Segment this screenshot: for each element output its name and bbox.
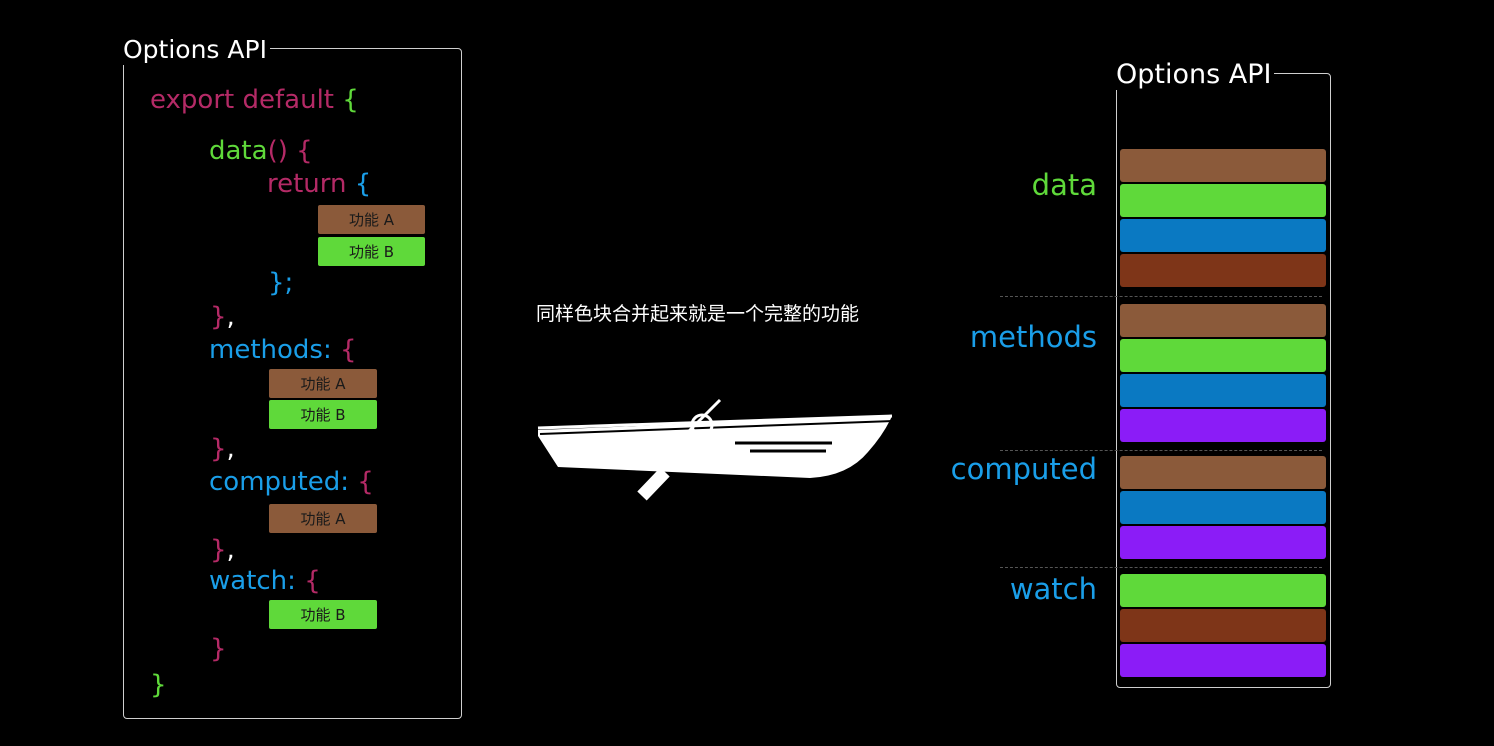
- feature-bar: [1120, 491, 1326, 524]
- code-return-close: };: [268, 268, 294, 298]
- right-panel-title: Options API: [1113, 60, 1275, 90]
- feature-bar: [1120, 456, 1326, 489]
- code-close-export: }: [150, 670, 167, 700]
- feature-bar: [1120, 219, 1326, 252]
- feature-bar: [1120, 644, 1326, 677]
- section-label-watch: watch: [1009, 572, 1097, 606]
- feature-bar: [1120, 254, 1326, 287]
- feature-bar: [1120, 149, 1326, 182]
- center-caption: 同样色块合并起来就是一个完整的功能: [536, 303, 860, 325]
- code-computed-brace: {: [357, 467, 374, 497]
- section-label-methods: methods: [969, 320, 1097, 354]
- feature-bar: [1120, 409, 1326, 442]
- code-return-brace: {: [354, 169, 372, 199]
- code-default-keyword: default: [242, 85, 334, 115]
- chip-computed-feature-a: 功能 A: [269, 504, 377, 533]
- code-methods-brace: {: [339, 335, 357, 365]
- code-close-watch: }: [210, 634, 227, 664]
- code-close-data-brace: }: [210, 302, 227, 332]
- chip-methods-feature-b: 功能 B: [269, 400, 377, 429]
- feature-bar: [1120, 304, 1326, 337]
- code-line-close-data: },: [210, 302, 235, 332]
- boat-icon: [537, 398, 893, 501]
- chip-data-feature-a: 功能 A: [318, 205, 425, 234]
- feature-bar: [1120, 374, 1326, 407]
- code-line-close-computed: },: [210, 535, 235, 565]
- code-data-fn: data: [209, 136, 268, 166]
- code-comma-data: ,: [226, 302, 235, 332]
- code-line-computed: computed: {: [209, 467, 374, 497]
- section-divider: [1000, 450, 1322, 451]
- code-data-parens: (): [267, 136, 288, 166]
- section-label-computed: computed: [950, 452, 1097, 486]
- chip-methods-feature-a: 功能 A: [269, 369, 377, 398]
- code-line-export: export default {: [150, 85, 359, 115]
- feature-bar: [1120, 526, 1326, 559]
- code-close-computed-brace: }: [210, 535, 227, 565]
- code-close-methods-brace: }: [210, 434, 227, 464]
- code-computed-key: computed:: [209, 467, 349, 497]
- chip-watch-feature-b: 功能 B: [269, 600, 377, 629]
- code-export-open-brace: {: [342, 85, 359, 115]
- code-methods-key: methods:: [209, 335, 332, 365]
- code-line-methods: methods: {: [209, 335, 357, 365]
- section-divider: [1000, 296, 1322, 297]
- feature-bar: [1120, 609, 1326, 642]
- code-line-return: return {: [267, 169, 371, 199]
- code-export-keyword: export: [150, 85, 235, 115]
- code-line-data: data() {: [209, 136, 313, 166]
- section-label-data: data: [1031, 168, 1097, 202]
- code-comma-methods: ,: [226, 434, 235, 464]
- code-line-close-methods: },: [210, 434, 235, 464]
- code-data-brace: {: [296, 136, 313, 166]
- left-panel-title: Options API: [120, 35, 270, 65]
- code-comma-computed: ,: [226, 535, 235, 565]
- code-watch-key: watch:: [209, 566, 296, 596]
- left-options-api-frame: [123, 48, 462, 719]
- code-watch-brace: {: [304, 566, 321, 596]
- code-line-watch: watch: {: [209, 566, 321, 596]
- section-divider: [1000, 567, 1322, 568]
- feature-bar: [1120, 184, 1326, 217]
- feature-bar: [1120, 574, 1326, 607]
- code-return-keyword: return: [267, 169, 347, 199]
- feature-bar: [1120, 339, 1326, 372]
- chip-data-feature-b: 功能 B: [318, 237, 425, 266]
